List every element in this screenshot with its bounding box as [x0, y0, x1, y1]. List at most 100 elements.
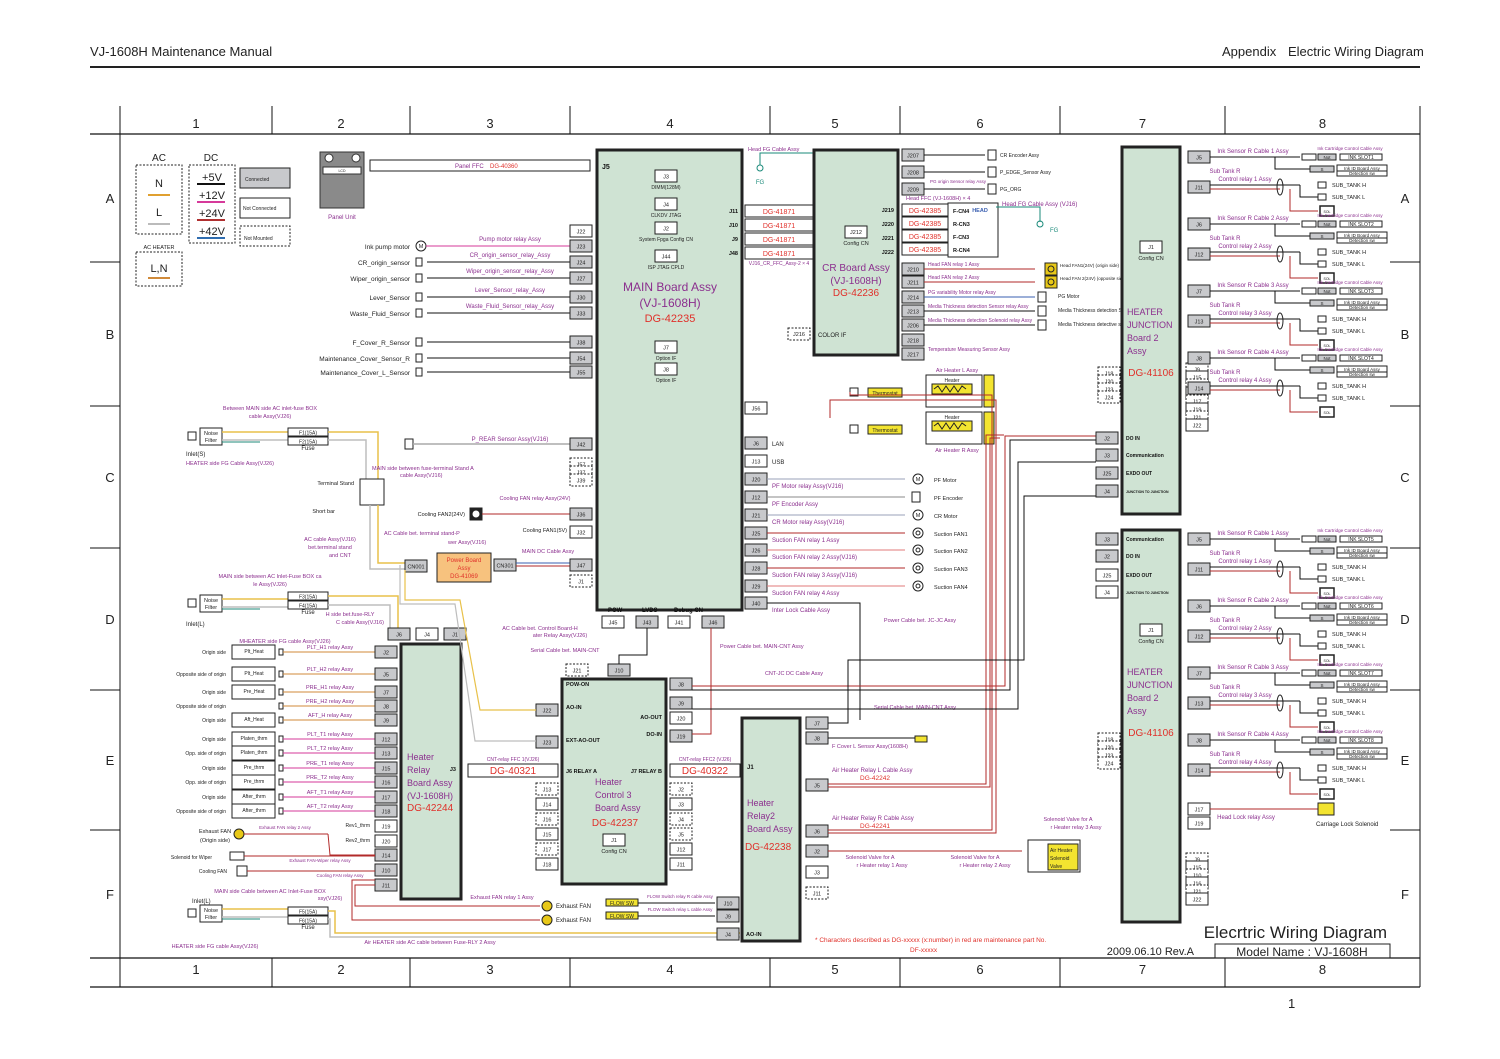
legend-dc-title: DC: [204, 153, 218, 164]
row-label: A: [106, 191, 115, 206]
id-board-label: Ink ID Board Assy: [1344, 548, 1381, 553]
inlet-plug-icon: [187, 431, 197, 441]
connector-label: J46: [709, 621, 718, 627]
tank-sensor-icon: [1317, 327, 1327, 335]
heater-relay-conn: [374, 713, 398, 727]
heater-control-right-conn: [669, 677, 693, 691]
connector-label: J29: [752, 585, 761, 591]
connector-label: CN001: [407, 565, 424, 571]
pin-label: AO-IN: [566, 705, 582, 711]
motor-letter: M: [916, 477, 921, 483]
sub-tank-conn: [1187, 314, 1211, 328]
connector-label: J13: [382, 752, 391, 758]
connector-label: J16: [543, 818, 552, 824]
heater-relay-title: Heater: [407, 752, 434, 762]
s-text: S: [1320, 368, 1323, 373]
cable-label: F Cover L Sensor Assy(1608H): [832, 744, 908, 750]
spare-conn: [1097, 756, 1121, 770]
connector-label: J21: [573, 669, 582, 675]
config-id: J1: [1148, 628, 1154, 634]
connector-label: J12: [677, 848, 686, 854]
cable-label: Control relay 4 Assy: [1218, 378, 1271, 384]
connector-label: J21: [752, 514, 761, 520]
connector-label: J3: [814, 871, 820, 877]
cable-label: Ink Cartridge Control Cable Assy: [1317, 595, 1383, 600]
tank-sensor-icon: [1317, 764, 1327, 772]
connector-label: J25: [1103, 574, 1112, 580]
serial-wire: [692, 461, 1096, 710]
connector-label: J54: [577, 357, 586, 363]
relay2-part: DG-42238: [745, 842, 792, 853]
heater-device: [231, 745, 276, 761]
power-wire: [692, 628, 712, 735]
wire-connector: [278, 807, 284, 815]
connector-label: J8: [678, 683, 684, 689]
device-icon: [1037, 291, 1047, 303]
main-bottom-label: LVDS: [642, 608, 658, 614]
wire: [1289, 323, 1318, 346]
connector-label: J18: [382, 810, 391, 816]
cable-label: C cable Assy(VJ16): [336, 620, 384, 626]
sensor-name: Ink pump motor: [365, 244, 411, 251]
ink-slot: [1339, 153, 1383, 161]
cable-label: Control relay 4 Assy: [1218, 760, 1271, 766]
main-conn: [569, 351, 593, 365]
detection-sw: [1336, 304, 1388, 311]
sub-tank-conn: [1187, 763, 1211, 777]
air-wire: [828, 437, 1000, 788]
fuse: [287, 436, 329, 446]
main-inner-desc: CLKDV JTAG: [651, 213, 682, 219]
exhaust-fan-icon: [233, 828, 245, 840]
cable-label: Between MAIN side AC inlet-fuse BOX: [223, 406, 317, 412]
legend-connected-label: Connected: [245, 177, 269, 183]
connector-label: J213: [907, 310, 919, 316]
sensor-icon: [415, 257, 423, 267]
not-label: [1317, 535, 1337, 543]
ac-wire: [328, 918, 740, 938]
wire-connector: [278, 764, 284, 772]
device-icon: [987, 183, 997, 195]
connector-label: J210: [907, 268, 919, 274]
connector-label: J30: [577, 296, 586, 302]
ink-slot: [1339, 535, 1383, 543]
legend-dc-label: +5V: [202, 172, 223, 184]
legend-ac-label: L: [156, 207, 162, 219]
wire: [327, 833, 375, 856]
sol-label: SOL: [1323, 726, 1330, 730]
connector-label: J1: [578, 580, 584, 586]
heater-relay2-board: [740, 716, 802, 943]
fan-icon: [912, 580, 924, 592]
cr-right-id: J221: [882, 236, 894, 242]
spare-conn: [535, 857, 559, 871]
s-text: S: [1320, 167, 1323, 172]
connector-label: J12: [1195, 635, 1204, 641]
cable-label: FLOW Switch relay L cable Assy: [648, 907, 714, 912]
cable-label: cable Assy(VJ16): [400, 473, 443, 479]
cable-label: r Heater relay 3 Assy: [1050, 825, 1101, 831]
heater-control-title: Control 3: [595, 790, 632, 800]
connector-label: J6: [396, 633, 402, 639]
connector-label: J5: [678, 833, 684, 839]
connector-label: J214: [907, 296, 919, 302]
head-ffc-part-label: DG-42385: [909, 221, 941, 228]
fan-blade: [1047, 265, 1055, 273]
wire: [1289, 772, 1318, 795]
cable-label: Control relay 2 Assy: [1218, 244, 1271, 250]
legend-ac-label: N: [155, 178, 163, 190]
not-label: [1317, 220, 1337, 228]
ink-slot-label: INK SLOT5: [1348, 537, 1374, 543]
column-label: 1: [192, 962, 199, 977]
heater-device: [231, 666, 276, 682]
cable-label: Cooling FAN relay Assy: [316, 873, 364, 878]
ac-wire: [399, 565, 536, 742]
cr-board-model: (VJ-1608H): [830, 276, 881, 287]
connector-label: J13: [1195, 702, 1204, 708]
cable-label: PF Motor relay Assy(VJ16): [772, 484, 843, 490]
heater-control-right-conn: [669, 711, 693, 725]
cable-label: Serial Cable bet. MAIN-CNT Assy: [874, 705, 956, 711]
row-label: B: [106, 327, 115, 342]
ink-slot: [1339, 669, 1383, 677]
column-label: 6: [976, 962, 983, 977]
detection-label: Detection sw: [1349, 553, 1376, 558]
legend-ac-box: [135, 164, 183, 235]
